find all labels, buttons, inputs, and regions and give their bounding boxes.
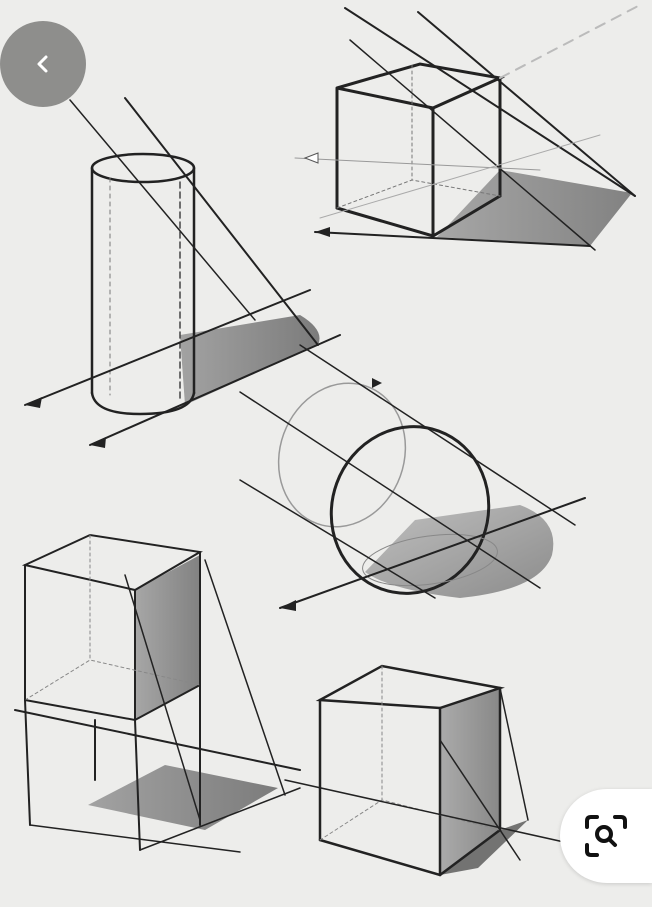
lens-search-icon [585,815,627,857]
back-button[interactable]: chevron-left-icon [0,21,86,107]
visual-search-button[interactable]: lens-search-icon [560,789,652,883]
circles-middle [239,344,586,611]
box-bottom-left [14,533,301,853]
cube-top-right [294,4,641,251]
chevron-left-icon [37,55,48,73]
cylinder-left [24,97,341,448]
cube-bottom-right [284,664,601,877]
